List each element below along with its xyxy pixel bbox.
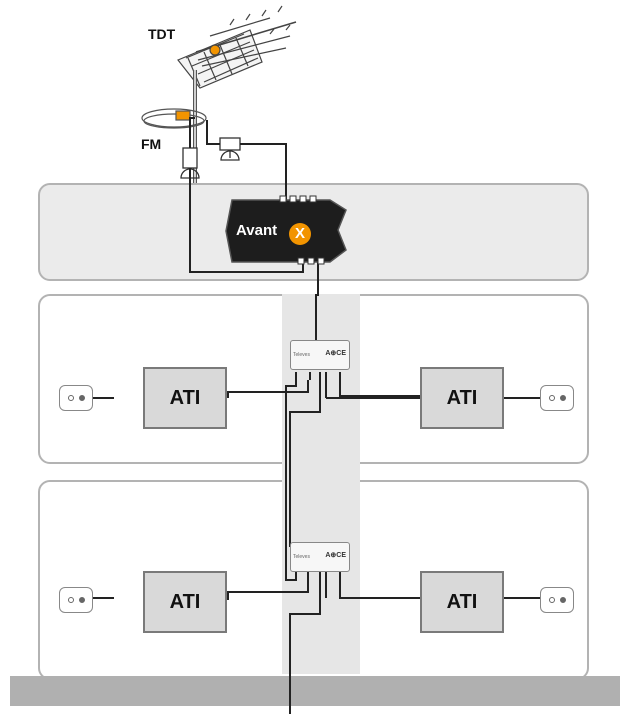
- outlet-floor-2-left: [59, 587, 93, 613]
- outlet-floor-1-left: [59, 385, 93, 411]
- ground-strip: [10, 676, 620, 706]
- ati-floor-2-right: ATI: [420, 571, 504, 633]
- splitter-brand: Televes: [293, 554, 310, 560]
- splitter-mark: A⊕CE: [325, 350, 346, 357]
- fm-antenna-icon: [141, 108, 207, 129]
- outlet-floor-1-right: [540, 385, 574, 411]
- headend-badge-icon: X: [289, 223, 311, 245]
- ati-floor-2-left: ATI: [143, 571, 227, 633]
- tdt-amplifier-icon: [219, 137, 241, 161]
- tdt-label: TDT: [148, 26, 176, 42]
- splitter-floor-1: Televes A⊕CE: [290, 340, 350, 370]
- splitter-mark: A⊕CE: [325, 552, 346, 559]
- headend-brand: Avant: [236, 222, 278, 239]
- cables: [76, 117, 540, 714]
- headend-chassis: [225, 195, 347, 265]
- splitter-brand: Televes: [293, 352, 310, 358]
- ati-floor-1-right: ATI: [420, 367, 504, 429]
- fm-label: FM: [141, 136, 162, 152]
- splitter-floor-2: Televes A⊕CE: [290, 542, 350, 572]
- outlet-floor-2-right: [540, 587, 574, 613]
- ati-floor-1-left: ATI: [143, 367, 227, 429]
